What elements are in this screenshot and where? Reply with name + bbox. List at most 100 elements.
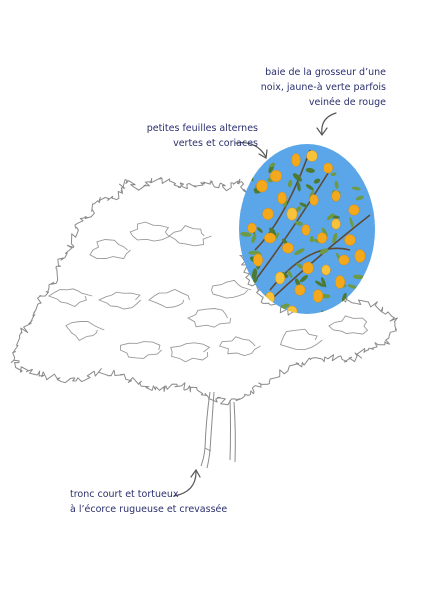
- argan-fruit: [331, 218, 341, 230]
- photo-leaf: [294, 248, 305, 256]
- photo-leaf: [251, 233, 257, 244]
- photo-leaf: [351, 186, 361, 191]
- photo-leaf: [299, 274, 308, 283]
- photo-leaf: [287, 270, 293, 278]
- photo-leaf: [292, 173, 302, 182]
- photo-leaf: [248, 250, 260, 255]
- photo-leaf: [269, 163, 276, 168]
- argan-fruit: [312, 289, 324, 303]
- fruit-annotation-line: baie de la grosseur d’une: [265, 67, 386, 78]
- argan-fruit: [265, 291, 275, 305]
- photo-leaf: [334, 180, 339, 189]
- photo-leaf: [347, 284, 358, 289]
- photo-leaf: [313, 178, 321, 184]
- trunk-annotation-line: tronc court et tortueux: [70, 489, 179, 500]
- argan-fruit: [256, 179, 268, 193]
- argan-fruit: [274, 271, 286, 285]
- photo-leaf: [294, 221, 303, 226]
- argan-fruit: [338, 254, 350, 266]
- photo-leaf: [295, 206, 302, 212]
- leaf-cluster-sketch: [211, 279, 252, 299]
- photo-leaf: [305, 184, 314, 191]
- leaf-cluster-sketch: [328, 315, 369, 335]
- fruit-arrow: [316, 112, 337, 137]
- photo-leaf: [248, 171, 254, 182]
- leaves-annotation-line: vertes et coriaces: [173, 138, 258, 149]
- photo-leaf: [319, 248, 329, 255]
- argan-fruit: [301, 224, 311, 236]
- photo-leaf: [296, 181, 301, 192]
- photo-leaf: [326, 213, 335, 221]
- photo-leaf: [352, 274, 365, 280]
- photo-leaf: [321, 227, 328, 237]
- fruit-annotation-line: veinée de rouge: [308, 97, 386, 108]
- photo-leaf: [355, 195, 364, 201]
- argan-fruit: [331, 190, 341, 202]
- argan-fruit: [323, 162, 333, 174]
- argan-fruit: [302, 261, 314, 275]
- argan-fruit: [277, 191, 287, 205]
- photo-leaf: [309, 235, 314, 243]
- leaf-cluster-sketch: [279, 328, 323, 351]
- argan-fruit: [334, 275, 346, 289]
- photo-leaf: [240, 170, 251, 179]
- fruit-photo: [239, 144, 375, 314]
- argan-fruit: [262, 208, 274, 220]
- leaf-cluster-sketch: [47, 288, 93, 308]
- photo-leaves: [240, 162, 365, 314]
- argan-fruit: [286, 207, 298, 221]
- photo-leaf: [350, 306, 355, 314]
- photo-leaf: [275, 232, 280, 240]
- photo-leaf: [305, 167, 315, 173]
- leaf-cluster-sketch: [129, 221, 170, 242]
- photo-leaf: [330, 172, 337, 177]
- leaf-cluster-sketch: [119, 341, 163, 359]
- photo-leaf: [294, 278, 301, 286]
- photo-leaf: [251, 268, 258, 280]
- argan-fruit: [321, 264, 331, 276]
- argan-fruit: [354, 249, 366, 263]
- argan-fruit: [247, 222, 257, 234]
- argan-fruit: [253, 253, 263, 267]
- photo-leaf: [349, 216, 354, 229]
- leaves-annotation-line: petites feuilles alternes: [146, 123, 258, 134]
- fruit-annotation: baie de la grosseur d’une noix, jaune-à …: [261, 65, 386, 110]
- photo-leaf: [341, 292, 347, 303]
- leaf-cluster-sketch: [168, 225, 212, 247]
- leaf-cluster-sketch: [97, 291, 142, 310]
- argan-fruit: [269, 169, 283, 183]
- trunk-sketch: [200, 391, 236, 469]
- leaf-cluster-sketch: [218, 336, 261, 357]
- trunk-annotation-line: à l’écorce rugueuse et crevassée: [70, 504, 228, 515]
- photo-leaf: [240, 231, 252, 237]
- photo-leaf: [269, 227, 277, 237]
- photo-leaf: [309, 189, 315, 199]
- photo-leaf: [299, 202, 308, 208]
- argan-fruit: [282, 242, 294, 254]
- argan-fruit: [344, 234, 356, 246]
- argan-fruit: [316, 232, 328, 244]
- trunk-arrow: [173, 468, 201, 497]
- canopy-leaf-clusters: [47, 221, 369, 363]
- argan-fruit: [264, 232, 276, 244]
- photo-leaf: [321, 293, 331, 299]
- leaf-cluster-sketch: [89, 239, 131, 260]
- photo-leaf: [320, 277, 327, 288]
- photo-leaf: [249, 292, 261, 298]
- photo-leaf: [314, 280, 325, 287]
- photo-leaf: [282, 303, 290, 308]
- argan-fruit: [291, 153, 301, 167]
- photo-leaf: [257, 227, 263, 233]
- argan-fruit: [309, 194, 319, 206]
- argan-fruit: [348, 204, 360, 216]
- leaf-cluster-sketch: [148, 288, 190, 309]
- leaf-cluster-sketch: [65, 320, 105, 341]
- photo-leaf: [333, 309, 344, 314]
- photo-leaf: [332, 232, 338, 244]
- leaves-arrow: [235, 141, 268, 159]
- leaf-cluster-sketch: [170, 342, 211, 363]
- fruit-annotation-line: noix, jaune-à verte parfois: [260, 82, 386, 93]
- trunk-annotation: tronc court et tortueux à l’écorce rugue…: [70, 487, 227, 517]
